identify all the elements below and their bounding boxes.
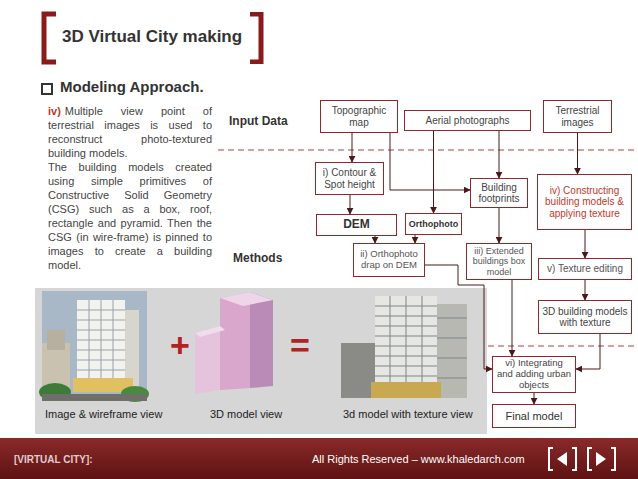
slide-title: 3D Virtual City making — [62, 27, 242, 47]
box-text: DEM — [343, 218, 370, 232]
text-column: iv)Multiple view point of terrestrial im… — [48, 104, 212, 272]
operator-symbol: + — [170, 325, 190, 366]
flow-arrow — [415, 235, 416, 243]
box-text: Topographic map — [324, 105, 394, 128]
right-bracket — [248, 12, 264, 64]
flow-arrow — [499, 131, 500, 178]
process-box: Aerial photographs — [404, 110, 531, 131]
process-box: DEM — [316, 214, 397, 236]
row-label: Input Data — [229, 114, 288, 128]
photo-illustration — [39, 291, 149, 402]
flow-arrow — [499, 208, 500, 243]
flow-arrow — [512, 280, 513, 356]
bullet-square — [42, 84, 52, 94]
plain-3d-model — [195, 292, 273, 394]
process-box: Terrestrial images — [543, 100, 612, 133]
image-caption: 3d model with texture view — [343, 408, 473, 421]
flow-arrow — [350, 195, 351, 214]
process-box: iii) Extended buildings box model — [466, 243, 532, 280]
paragraph-text: Multiple view point of terrestrial image… — [48, 105, 212, 159]
flow-arrow — [534, 393, 535, 404]
nav-next-button — [588, 448, 615, 470]
textured-3d-model — [341, 296, 467, 398]
box-text: iii) Extended buildings box model — [470, 246, 528, 277]
box-text: Final model — [506, 410, 563, 423]
process-box: ii) Orthophoto drap on DEM — [353, 243, 425, 277]
box-text: Terrestrial images — [547, 105, 608, 128]
flow-arrow — [585, 280, 586, 300]
footer-copyright: All Rights Reserved – www.khaledarch.com — [312, 453, 525, 466]
nav-prev-button — [549, 448, 576, 470]
box-text: Building footprints — [474, 182, 524, 205]
process-box: 3D building models with texture — [538, 300, 632, 334]
item-number: iv) — [48, 105, 61, 117]
image-caption: 3D model view — [210, 408, 282, 421]
flow-arrow — [577, 133, 578, 174]
box-text: ii) Orthophoto drap on DEM — [357, 249, 421, 271]
box-text: vi) Integrating and adding urban objects — [496, 358, 572, 391]
box-text: Orthophoto — [409, 219, 458, 229]
left-bracket — [44, 14, 56, 62]
right-bracket-path — [250, 14, 261, 62]
process-box: v) Texture editing — [538, 258, 632, 280]
flow-arrow — [433, 131, 434, 213]
process-box: Building footprints — [470, 178, 528, 208]
box-text: v) Texture editing — [547, 263, 623, 275]
flow-arrow — [375, 236, 376, 243]
dashed-separator — [218, 149, 638, 150]
section-heading: Modeling Approach. — [60, 78, 204, 96]
process-box: iv) Constructing building models & apply… — [537, 174, 632, 230]
paragraph-text: The building models created using simple… — [48, 160, 212, 272]
flow-arrow — [425, 265, 492, 369]
process-box: Orthophoto — [405, 213, 462, 235]
process-box: Final model — [492, 404, 576, 428]
process-box: i) Contour & Spot height — [315, 162, 384, 195]
footer-section-name: [VIRTUAL CITY]: — [14, 454, 93, 466]
process-box: Topographic map — [320, 100, 398, 133]
box-text: iv) Constructing building models & apply… — [541, 185, 628, 220]
process-box: vi) Integrating and adding urban objects — [492, 356, 576, 393]
row-label: Methods — [233, 251, 282, 265]
paragraph: iv)Multiple view point of terrestrial im… — [48, 104, 212, 160]
footer-bar — [0, 438, 638, 479]
operator-symbol: = — [290, 325, 310, 366]
image-caption: Image & wireframe view — [45, 408, 162, 421]
box-text: i) Contour & Spot height — [319, 167, 380, 190]
panel-ground — [35, 288, 487, 434]
flow-arrow — [390, 133, 470, 190]
flow-arrow — [585, 230, 586, 258]
flow-arrow — [352, 133, 353, 162]
box-text: Aerial photographs — [426, 115, 510, 127]
box-text: 3D building models with texture — [542, 306, 628, 329]
flow-arrow — [576, 334, 600, 369]
